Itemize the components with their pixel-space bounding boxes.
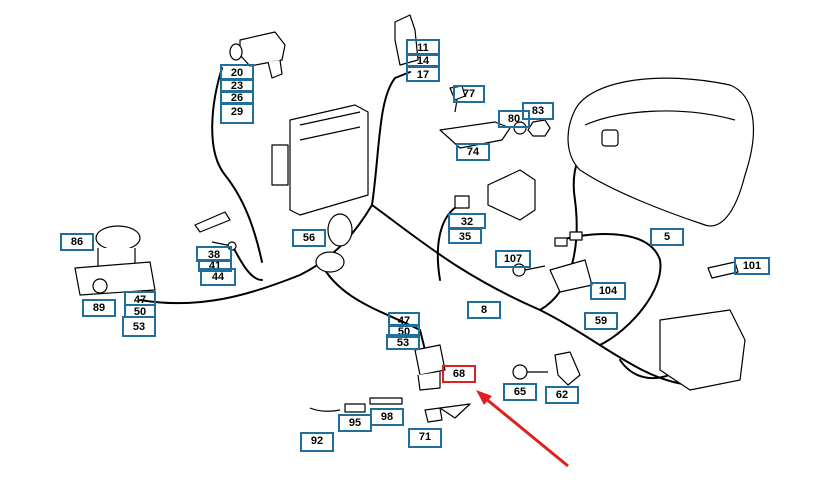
callout-107[interactable]: 107 <box>495 250 531 268</box>
harness-lower-branch <box>319 261 426 351</box>
callout-53-center[interactable]: 53 <box>386 334 420 350</box>
callout-104[interactable]: 104 <box>590 282 626 300</box>
harness-left-loop <box>231 244 263 281</box>
callout-77[interactable]: 77 <box>453 85 485 103</box>
callout-92[interactable]: 92 <box>300 432 334 452</box>
callout-65[interactable]: 65 <box>503 383 537 401</box>
harness-to-unit <box>371 71 411 206</box>
callout-53-left[interactable]: 53 <box>122 316 156 337</box>
callout-20[interactable]: 20 <box>220 64 254 80</box>
callout-101[interactable]: 101 <box>734 257 770 275</box>
callout-83[interactable]: 83 <box>522 102 554 120</box>
callout-95[interactable]: 95 <box>338 414 372 432</box>
callout-41[interactable]: 41 <box>198 259 232 272</box>
callout-74[interactable]: 74 <box>456 143 490 161</box>
callout-56[interactable]: 56 <box>292 229 326 247</box>
callout-98[interactable]: 98 <box>370 408 404 426</box>
callout-62[interactable]: 62 <box>545 386 579 404</box>
callout-32[interactable]: 32 <box>448 213 486 229</box>
callout-35[interactable]: 35 <box>448 228 482 244</box>
harness-sensor-33 <box>436 206 457 281</box>
callout-89[interactable]: 89 <box>82 299 116 317</box>
callout-68-highlighted[interactable]: 68 <box>442 365 476 383</box>
callout-38[interactable]: 38 <box>196 246 232 262</box>
callout-5[interactable]: 5 <box>650 228 684 246</box>
callout-44[interactable]: 44 <box>200 268 236 286</box>
callout-59[interactable]: 59 <box>584 312 618 330</box>
callout-86[interactable]: 86 <box>60 233 94 251</box>
harness-to-5 <box>559 233 662 346</box>
callout-8[interactable]: 8 <box>467 301 501 319</box>
control-unit <box>289 104 369 216</box>
harness-main-trunk <box>139 204 373 305</box>
callout-71[interactable]: 71 <box>408 428 442 448</box>
callout-17[interactable]: 17 <box>406 66 440 82</box>
callout-29[interactable]: 29 <box>220 103 254 124</box>
callout-11[interactable]: 11 <box>406 39 440 55</box>
dashboard-cover <box>567 77 755 227</box>
harness-upper-left <box>211 67 263 263</box>
